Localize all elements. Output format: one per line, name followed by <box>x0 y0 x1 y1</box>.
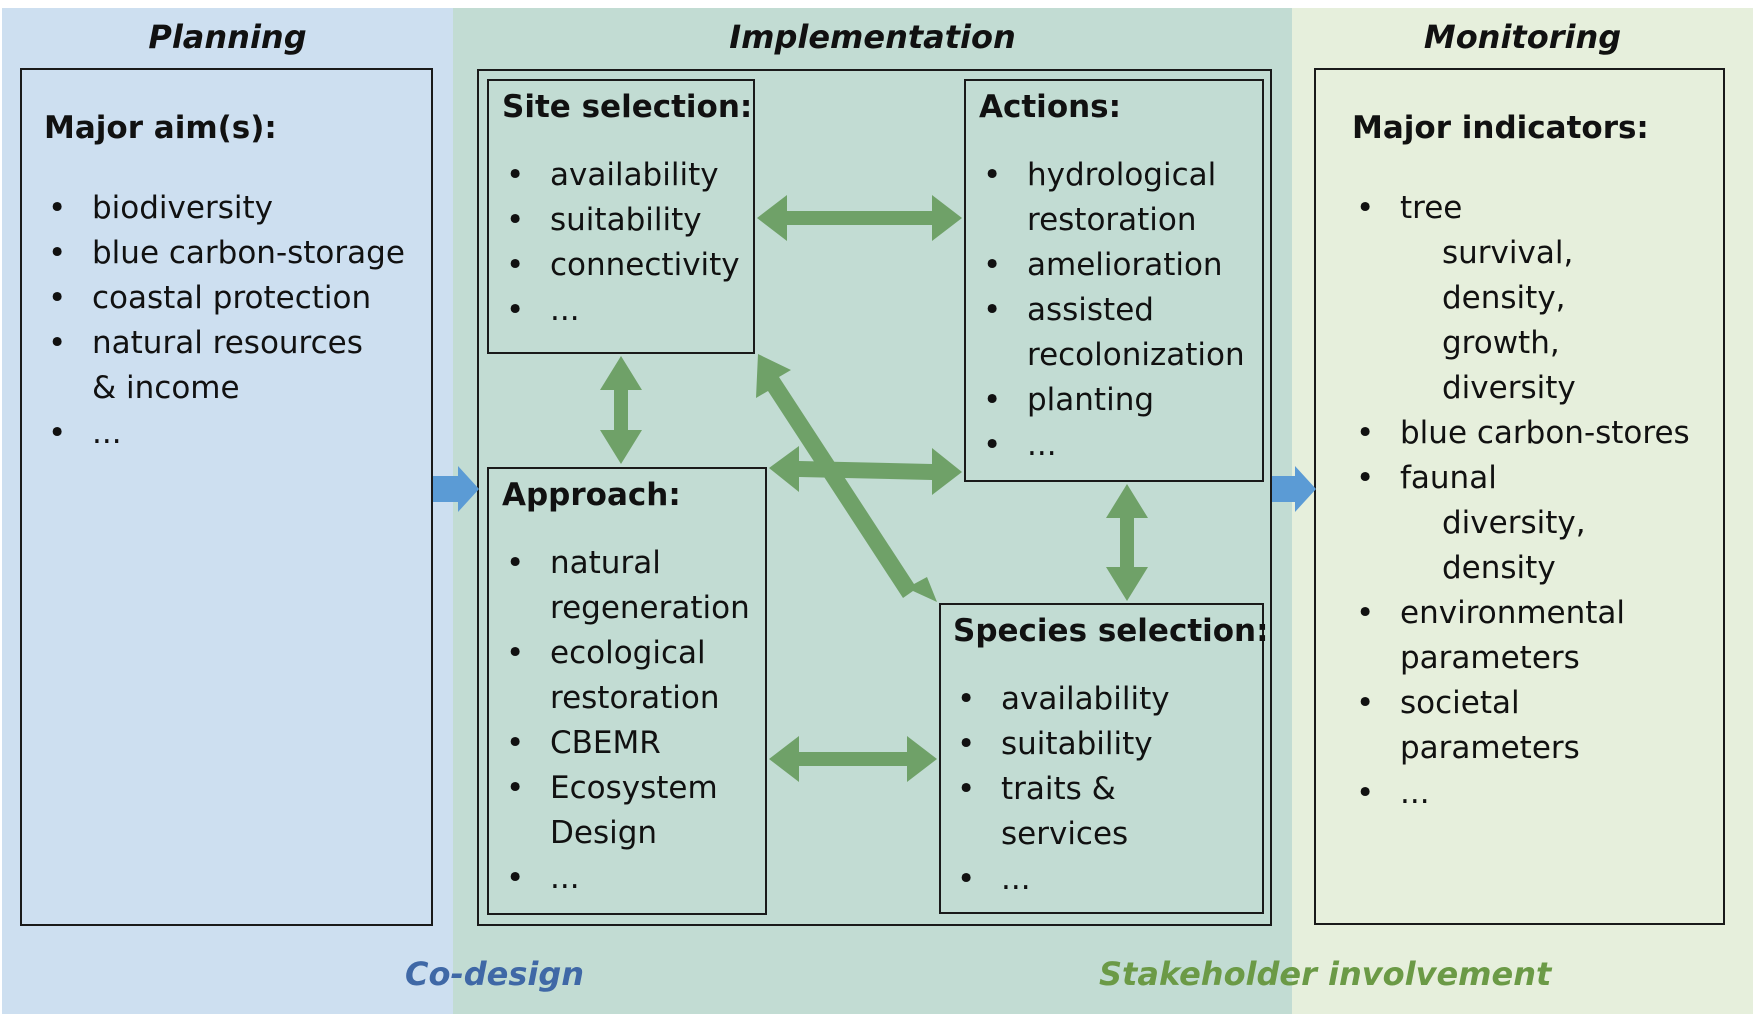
list-item-text: societal <box>1400 685 1520 721</box>
list-item: environmental parameters <box>1352 591 1690 681</box>
list-item-text: growth, <box>1442 325 1560 361</box>
list-item-text: Design <box>550 815 658 851</box>
major-aims-title: Major aim(s): <box>44 110 277 146</box>
list-item-text: CBEMR <box>550 725 661 761</box>
list-item-text: parameters <box>1400 730 1580 766</box>
list-item-text: ... <box>550 860 580 896</box>
major-indicators-title: Major indicators: <box>1352 110 1649 146</box>
list-item-text: restoration <box>550 680 720 716</box>
planning-header: Planning <box>148 18 307 56</box>
species-selection-box: Species selection: availability suitabili… <box>939 603 1269 914</box>
list-item-text: density, <box>1442 280 1566 316</box>
list-item-text: blue carbon-storage <box>92 235 405 271</box>
list-item-text: traits & <box>1001 771 1116 807</box>
list-item-text: blue carbon-stores <box>1400 415 1690 451</box>
list-item: natural resources & income <box>44 321 405 411</box>
list-item-text: planting <box>1027 382 1155 418</box>
list-item: ... <box>1352 771 1690 816</box>
major-aims-box: Major aim(s): biodiversity blue carbon-st… <box>20 68 433 926</box>
list-item-text: ... <box>92 415 122 451</box>
list-item: ... <box>44 411 405 456</box>
list-item-text: ... <box>550 292 580 328</box>
list-item-text: amelioration <box>1027 247 1223 283</box>
list-item-text: ... <box>1027 427 1057 463</box>
list-item: ... <box>502 288 740 333</box>
list-item: connectivity <box>502 243 740 288</box>
list-item-text: ecological <box>550 635 706 671</box>
list-item: ... <box>502 856 750 901</box>
actions-list: hydrological restoration amelioration assis… <box>979 153 1245 468</box>
major-indicators-list: tree survival, density, growth, diversity blu… <box>1352 186 1690 816</box>
list-item-text: hydrological <box>1027 157 1217 193</box>
list-item: ... <box>979 423 1245 468</box>
actions-box: Actions: hydrological restoration ameliora… <box>964 79 1264 482</box>
list-item: assisted recolonization <box>979 288 1245 378</box>
list-item: biodiversity <box>44 186 405 231</box>
list-item-text: suitability <box>1001 726 1153 762</box>
site-selection-title: Site selection: <box>502 89 753 125</box>
site-selection-box: Site selection: availability suitability c… <box>487 79 755 354</box>
list-item: faunal diversity, density <box>1352 456 1690 591</box>
monitoring-header: Monitoring <box>1423 18 1622 56</box>
list-item: societal parameters <box>1352 681 1690 771</box>
list-item-text: tree <box>1400 190 1463 226</box>
species-selection-list: availability suitability traits & services.… <box>953 677 1170 902</box>
list-item-text: ... <box>1001 861 1031 897</box>
species-selection-title: Species selection: <box>953 613 1269 649</box>
list-item: hydrological restoration <box>979 153 1245 243</box>
list-item: availability <box>502 153 740 198</box>
list-item-text: availability <box>550 157 719 193</box>
list-item-text: diversity <box>1442 370 1576 406</box>
list-item-text: availability <box>1001 681 1170 717</box>
major-indicators-box: Major indicators: tree survival, density, g… <box>1314 68 1725 925</box>
approach-list: natural regeneration ecological restoration… <box>502 541 750 901</box>
stakeholder-involvement-label: Stakeholder involvement <box>1099 955 1552 993</box>
list-item-text: diversity, <box>1442 505 1586 541</box>
list-item-text: assisted <box>1027 292 1154 328</box>
list-item-text: faunal <box>1400 460 1497 496</box>
planning-panel <box>2 8 453 1014</box>
list-item: tree survival, density, growth, diversity <box>1352 186 1690 411</box>
actions-title: Actions: <box>979 89 1122 125</box>
co-design-label: Co-design <box>405 955 585 993</box>
list-item-text: restoration <box>1027 202 1197 238</box>
major-aims-list: biodiversity blue carbon-storage coastal p… <box>44 186 405 456</box>
list-item-text: recolonization <box>1027 337 1245 373</box>
list-item: ... <box>953 857 1170 902</box>
list-item-text: connectivity <box>550 247 740 283</box>
list-item-text: natural resources <box>92 325 363 361</box>
list-item-text: environmental <box>1400 595 1626 631</box>
list-item-text: services <box>1001 816 1129 852</box>
site-selection-list: availability suitability connectivity... <box>502 153 740 333</box>
list-item-text: biodiversity <box>92 190 273 226</box>
list-item-text: coastal protection <box>92 280 372 316</box>
list-item: blue carbon-stores <box>1352 411 1690 456</box>
list-item: suitability <box>502 198 740 243</box>
list-item: ecological restoration <box>502 631 750 721</box>
list-item-text: Ecosystem <box>550 770 718 806</box>
list-item: natural regeneration <box>502 541 750 631</box>
list-item: blue carbon-storage <box>44 231 405 276</box>
list-item: CBEMR <box>502 721 750 766</box>
list-item-text: & income <box>92 370 240 406</box>
list-item-text: survival, <box>1442 235 1574 271</box>
list-item: traits & services <box>953 767 1170 857</box>
list-item: coastal protection <box>44 276 405 321</box>
list-item-text: ... <box>1400 775 1430 811</box>
approach-box: Approach: natural regeneration ecological r… <box>487 467 767 915</box>
list-item: suitability <box>953 722 1170 767</box>
list-item: availability <box>953 677 1170 722</box>
list-item-text: regeneration <box>550 590 750 626</box>
implementation-header: Implementation <box>729 18 1016 56</box>
list-item-text: natural <box>550 545 661 581</box>
list-item: planting <box>979 378 1245 423</box>
list-item: amelioration <box>979 243 1245 288</box>
approach-title: Approach: <box>502 477 681 513</box>
list-item-text: parameters <box>1400 640 1580 676</box>
list-item-text: density <box>1442 550 1556 586</box>
list-item-text: suitability <box>550 202 702 238</box>
